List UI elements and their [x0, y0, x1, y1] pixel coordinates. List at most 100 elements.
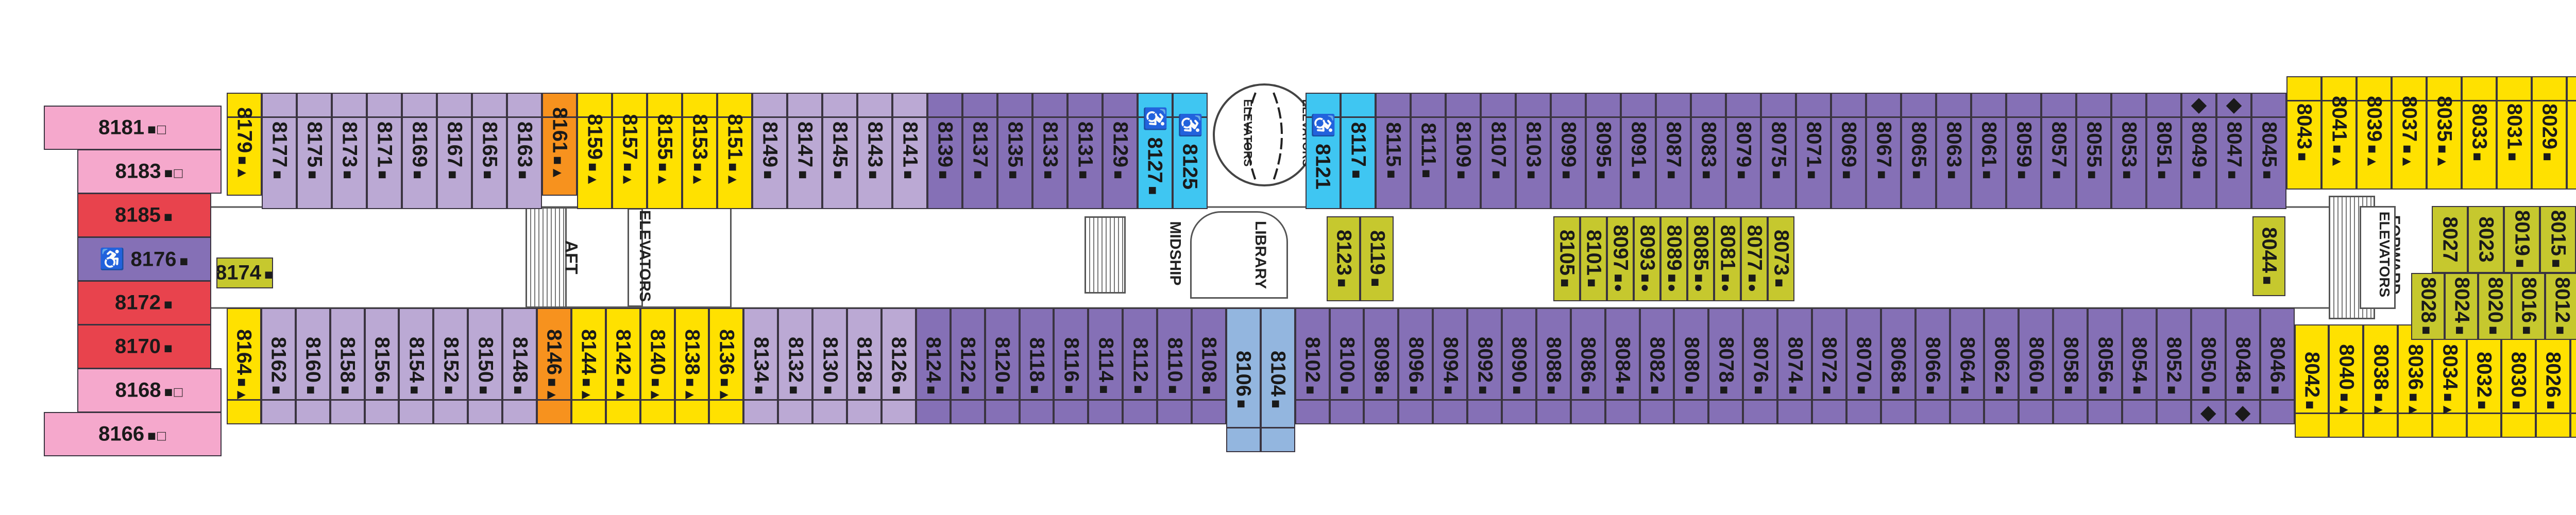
cabin-8157[interactable]: 8157■▲ — [612, 93, 647, 209]
cabin-8133[interactable]: 8133■ — [1032, 93, 1067, 209]
cabin-8095[interactable]: 8095■ — [1586, 93, 1621, 209]
cabin-8072[interactable]: 8072■ — [1812, 308, 1846, 424]
cabin-8046[interactable]: 8046■ — [2260, 308, 2295, 424]
cabin-8012[interactable]: 8012■ — [2545, 273, 2576, 340]
cabin-8159[interactable]: 8159■▲ — [577, 93, 612, 209]
cabin-8070[interactable]: 8070■ — [1846, 308, 1881, 424]
cabin-8136[interactable]: 8136■▲ — [709, 308, 744, 424]
cabin-8126[interactable]: 8126■ — [881, 308, 916, 424]
cabin-8042[interactable]: 8042■ — [2294, 324, 2329, 438]
cabin-8108[interactable]: 8108■ — [1191, 308, 1226, 424]
cabin-8049[interactable]: ◆8049■ — [2181, 93, 2216, 209]
cabin-8092[interactable]: 8092■ — [1467, 308, 1502, 424]
cabin-8165[interactable]: 8165■ — [472, 93, 507, 209]
cabin-8151[interactable]: 8151■▲ — [717, 93, 752, 209]
cabin-8104[interactable]: 8104■ — [1260, 308, 1295, 452]
cabin-8123[interactable]: 8123■ — [1327, 216, 1360, 301]
cabin-8075[interactable]: 8075■ — [1761, 93, 1796, 209]
cabin-8147[interactable]: 8147■ — [787, 93, 822, 209]
cabin-8114[interactable]: 8114■ — [1088, 308, 1123, 424]
cabin-8039[interactable]: 8039■▲ — [2357, 76, 2392, 190]
cabin-8146[interactable]: 8146■▲ — [537, 308, 571, 424]
aft-staircase[interactable] — [526, 207, 567, 308]
cabin-8091[interactable]: 8091■ — [1621, 93, 1656, 209]
cabin-8129[interactable]: 8129■ — [1103, 93, 1138, 209]
cabin-8041[interactable]: 8041■▲ — [2321, 76, 2357, 190]
cabin-8160[interactable]: 8160■ — [295, 308, 330, 424]
cabin-8132[interactable]: 8132■ — [778, 308, 813, 424]
cabin-8134[interactable]: 8134■ — [743, 308, 778, 424]
cabin-8106[interactable]: 8106■ — [1226, 308, 1261, 452]
cabin-8112[interactable]: 8112■ — [1123, 308, 1158, 424]
cabin-8047[interactable]: ◆8047■ — [2216, 93, 2251, 209]
cabin-8181[interactable]: 8181■□ — [44, 106, 222, 150]
cabin-8161[interactable]: 8161■▲ — [542, 93, 577, 196]
cabin-8062[interactable]: 8062■ — [1984, 308, 2019, 424]
cabin-8066[interactable]: 8066■ — [1915, 308, 1950, 424]
cabin-8137[interactable]: 8137■ — [962, 93, 997, 209]
cabin-8124[interactable]: 8124■ — [916, 308, 951, 424]
cabin-8158[interactable]: 8158■ — [330, 308, 365, 424]
cabin-8052[interactable]: 8052■ — [2156, 308, 2191, 424]
cabin-8142[interactable]: 8142■▲ — [605, 308, 640, 424]
cabin-8177[interactable]: 8177■ — [262, 93, 297, 209]
cabin-8019[interactable]: 8019■ — [2504, 206, 2540, 273]
cabin-8122[interactable]: 8122■ — [950, 308, 985, 424]
cabin-8117[interactable]: 8117■ — [1341, 93, 1376, 209]
cabin-8086[interactable]: 8086■ — [1570, 308, 1605, 424]
cabin-8065[interactable]: 8065■ — [1901, 93, 1936, 209]
cabin-8111[interactable]: 8111■ — [1411, 93, 1446, 209]
cabin-8097[interactable]: 8097■● — [1607, 216, 1634, 301]
cabin-8143[interactable]: 8143■ — [857, 93, 892, 209]
cabin-8078[interactable]: 8078■ — [1708, 308, 1743, 424]
cabin-8098[interactable]: 8098■ — [1364, 308, 1399, 424]
cabin-8081[interactable]: 8081■● — [1714, 216, 1741, 301]
cabin-8082[interactable]: 8082■ — [1639, 308, 1674, 424]
cabin-8054[interactable]: 8054■ — [2122, 308, 2157, 424]
cabin-8069[interactable]: 8069■ — [1831, 93, 1866, 209]
cabin-8083[interactable]: 8083■ — [1691, 93, 1726, 209]
cabin-8063[interactable]: 8063■ — [1936, 93, 1971, 209]
cabin-8119[interactable]: 8119■ — [1360, 216, 1394, 301]
cabin-8185[interactable]: 8185■ — [77, 193, 211, 237]
cabin-8084[interactable]: 8084■ — [1605, 308, 1640, 424]
cabin-8109[interactable]: 8109■ — [1446, 93, 1481, 209]
cabin-8107[interactable]: 8107■ — [1481, 93, 1516, 209]
cabin-8057[interactable]: 8057■ — [2041, 93, 2076, 209]
cabin-8028[interactable]: 8028■ — [2411, 273, 2445, 340]
cabin-8024[interactable]: 8024■ — [2445, 273, 2478, 340]
cabin-8152[interactable]: 8152■ — [433, 308, 468, 424]
cabin-8167[interactable]: 8167■ — [437, 93, 472, 209]
cabin-8027[interactable]: 8027 — [2432, 206, 2468, 273]
cabin-8056[interactable]: 8056■ — [2088, 308, 2123, 424]
cabin-8131[interactable]: 8131■ — [1067, 93, 1103, 209]
cabin-8059[interactable]: 8059■ — [2006, 93, 2041, 209]
cabin-8074[interactable]: 8074■ — [1777, 308, 1812, 424]
cabin-8038[interactable]: 8038■▲ — [2363, 324, 2398, 438]
cabin-8144[interactable]: 8144■▲ — [571, 308, 606, 424]
cabin-8051[interactable]: 8051■ — [2146, 93, 2181, 209]
cabin-8076[interactable]: 8076■ — [1743, 308, 1778, 424]
cabin-8179[interactable]: 8179■▲ — [227, 93, 262, 196]
cabin-8085[interactable]: 8085■● — [1687, 216, 1714, 301]
cabin-8089[interactable]: 8089■● — [1660, 216, 1687, 301]
cabin-8023[interactable]: 8023 — [2468, 206, 2504, 273]
cabin-8031[interactable]: 8031■ — [2497, 76, 2532, 190]
cabin-8164[interactable]: 8164■▲ — [227, 308, 261, 424]
cabin-8174[interactable]: 8174■ — [216, 258, 273, 288]
cabin-8140[interactable]: 8140■▲ — [640, 308, 675, 424]
cabin-8115[interactable]: 8115■ — [1376, 93, 1411, 209]
cabin-8077[interactable]: 8077■● — [1741, 216, 1768, 301]
cabin-8020[interactable]: 8020■ — [2478, 273, 2512, 340]
cabin-8073[interactable]: 8073■ — [1768, 216, 1794, 301]
cabin-8121[interactable]: ♿ 8121 — [1306, 93, 1341, 209]
cabin-8096[interactable]: 8096■ — [1398, 308, 1433, 424]
cabin-8022[interactable]: 8022■▲ — [2570, 324, 2576, 438]
cabin-8099[interactable]: 8099■ — [1551, 93, 1586, 209]
cabin-8068[interactable]: 8068■ — [1880, 308, 1916, 424]
cabin-8155[interactable]: 8155■▲ — [647, 93, 682, 209]
cabin-8040[interactable]: 8040■▲ — [2329, 324, 2364, 438]
cabin-8110[interactable]: 8110■ — [1157, 308, 1192, 424]
cabin-8015[interactable]: 8015■ — [2540, 206, 2576, 273]
cabin-8094[interactable]: 8094■ — [1433, 308, 1468, 424]
